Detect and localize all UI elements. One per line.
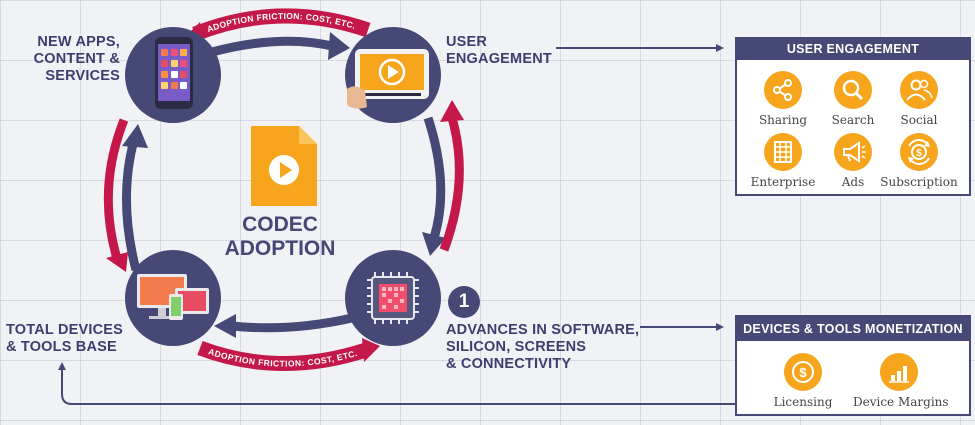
- smartphone-icon: [155, 37, 193, 109]
- cycle-arrow-engagement-to-advances: [423, 116, 446, 240]
- label-devices: TOTAL DEVICES & TOOLS BASE: [6, 322, 124, 355]
- megaphone-icon: [843, 141, 866, 163]
- label-advances: ADVANCES IN SOFTWARE, SILICON, SCREENS &…: [446, 322, 640, 372]
- svg-text:$: $: [799, 365, 807, 380]
- step-number-badge: 1: [448, 286, 480, 318]
- connector-feedback: [58, 362, 736, 405]
- item-licensing: $ Licensing: [757, 353, 849, 409]
- subscription-icon: $: [908, 139, 930, 165]
- devices-monetization-title: DEVICES & TOOLS MONETIZATION: [737, 317, 969, 341]
- cycle-arrow-apps-to-engagement: [210, 36, 334, 57]
- friction-arc-right: [439, 116, 464, 252]
- item-enterprise: Enterprise: [737, 133, 829, 189]
- friction-arc-bottom: [197, 340, 369, 371]
- devices-icon: [137, 274, 209, 320]
- codec-file-icon: [251, 126, 317, 206]
- share-icon: [773, 79, 792, 101]
- friction-arrowhead-right: [440, 100, 464, 122]
- node-devices: [125, 250, 221, 346]
- friction-arrowhead-bottom: [362, 338, 380, 362]
- center-title: CODEC ADOPTION: [224, 213, 336, 260]
- dollar-icon: $: [792, 361, 814, 383]
- bar-chart-icon: [889, 366, 909, 383]
- video-tablet-icon: [347, 49, 429, 109]
- item-device-margins: Device Margins: [853, 353, 949, 409]
- label-apps: NEW APPS, CONTENT & SERVICES: [33, 34, 120, 84]
- item-ads: Ads: [807, 133, 899, 189]
- cycle-arrowhead: [422, 232, 446, 256]
- svg-text:$: $: [916, 148, 922, 159]
- item-search: Search: [807, 71, 899, 127]
- item-subscription: $ Subscription: [873, 133, 965, 189]
- node-engagement: [345, 27, 441, 123]
- friction-arrowhead-left: [106, 252, 128, 272]
- friction-arc-top: [192, 8, 371, 41]
- friction-arc-left: [103, 118, 129, 264]
- cycle-arrow-devices-to-apps: [122, 138, 141, 272]
- node-advances: [345, 250, 441, 346]
- search-icon: [842, 79, 864, 101]
- building-icon: [774, 141, 792, 163]
- user-monetization-panel: USER ENGAGEMENT MONETIZATION Sharing Sea…: [735, 37, 971, 196]
- user-monetization-title: USER ENGAGEMENT MONETIZATION: [737, 39, 969, 77]
- cycle-arrowhead: [122, 124, 148, 148]
- label-engagement: USER ENGAGEMENT: [446, 34, 552, 67]
- people-icon: [906, 79, 933, 101]
- item-sharing: Sharing: [737, 71, 829, 127]
- chip-icon: [367, 272, 419, 324]
- item-social: Social: [873, 71, 965, 127]
- cycle-arrowhead: [214, 314, 236, 338]
- devices-monetization-panel: DEVICES & TOOLS MONETIZATION $ Licensing…: [735, 315, 971, 416]
- cycle-arrow-advances-to-devices: [231, 313, 353, 333]
- node-apps: [125, 27, 221, 123]
- cycle-arrowhead: [328, 32, 350, 60]
